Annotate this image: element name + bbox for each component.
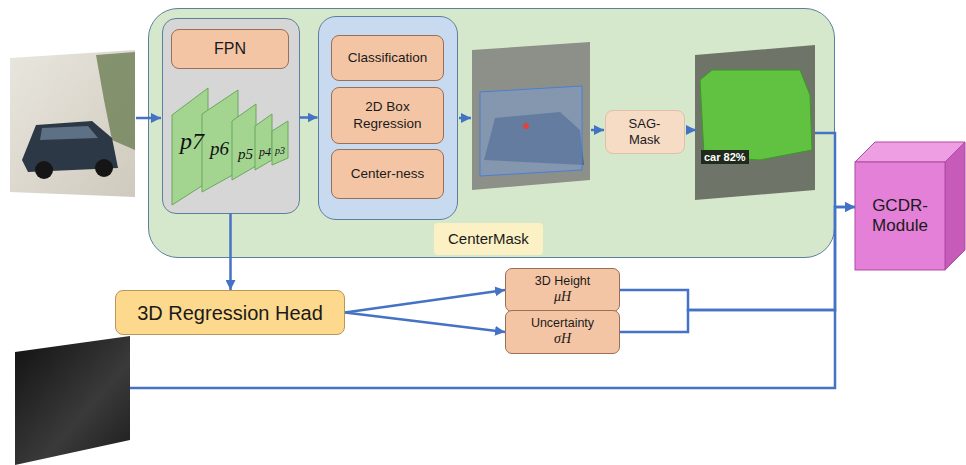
node-label: SAG- Mask — [619, 116, 671, 147]
mask-result-image — [695, 45, 815, 200]
process-box: SAG- Mask — [605, 110, 685, 154]
text-group: SAG- Mask — [619, 116, 671, 147]
text-group: 3D Regression Head — [137, 301, 323, 325]
pyramid-level-label: p3 — [275, 145, 285, 156]
text-group: Classification — [348, 50, 428, 66]
node-label: 3D Height — [535, 274, 591, 289]
input-image — [10, 50, 135, 197]
head-group-box: Classification 2D Box RegressionCenter-ne… — [318, 16, 458, 220]
output-box: 3D HeightμH — [505, 268, 620, 312]
process-box: 2D Box Regression — [331, 87, 444, 144]
symbol-text: σH — [531, 331, 594, 348]
cube-node: GCDR- Module — [855, 162, 945, 270]
flow-arrow — [620, 207, 855, 332]
text-group: UncertaintyσH — [531, 316, 594, 348]
text-group: 3D HeightμH — [535, 274, 591, 306]
node-label: Uncertainty — [531, 316, 594, 331]
text-group: CenterMask — [434, 223, 543, 255]
text-group: FPN — [214, 39, 246, 58]
pyramid-level-label: p4 — [259, 145, 271, 160]
pyramid-level-label: p5 — [238, 146, 253, 163]
symbol-text: μH — [535, 289, 591, 306]
pyramid-level-label: p7 — [180, 128, 204, 155]
flow-arrow — [300, 116, 318, 119]
pyramid-level-label: p6 — [210, 138, 229, 160]
flow-arrow — [130, 118, 835, 388]
node-label: CenterMask — [448, 230, 529, 248]
node-label: 2D Box Regression — [338, 99, 438, 131]
process-box: Classification — [331, 35, 444, 81]
text-group: GCDR- Module — [861, 196, 939, 237]
node-label: GCDR- Module — [861, 196, 939, 237]
flow-arrow — [345, 290, 505, 313]
output-box: UncertaintyσH — [505, 310, 620, 354]
node-label: 3D Regression Head — [137, 301, 323, 325]
text-group: 2D Box Regression — [338, 99, 438, 131]
flow-arrow — [345, 313, 505, 333]
fpn-box: FPN — [171, 29, 289, 69]
process-box: Center-ness — [331, 149, 444, 199]
feature-pyramid — [172, 88, 288, 205]
node-label: Center-ness — [351, 166, 425, 182]
depth-image — [15, 336, 130, 465]
detection-image — [472, 42, 590, 190]
flow-arrow — [229, 214, 232, 291]
node-label: FPN — [214, 39, 246, 58]
process-box: 3D Regression Head — [115, 290, 345, 335]
text-group: Center-ness — [351, 166, 425, 182]
flow-arrow — [620, 207, 855, 310]
node-label: Classification — [348, 50, 428, 66]
class-score-tag: car 82% — [701, 150, 749, 164]
